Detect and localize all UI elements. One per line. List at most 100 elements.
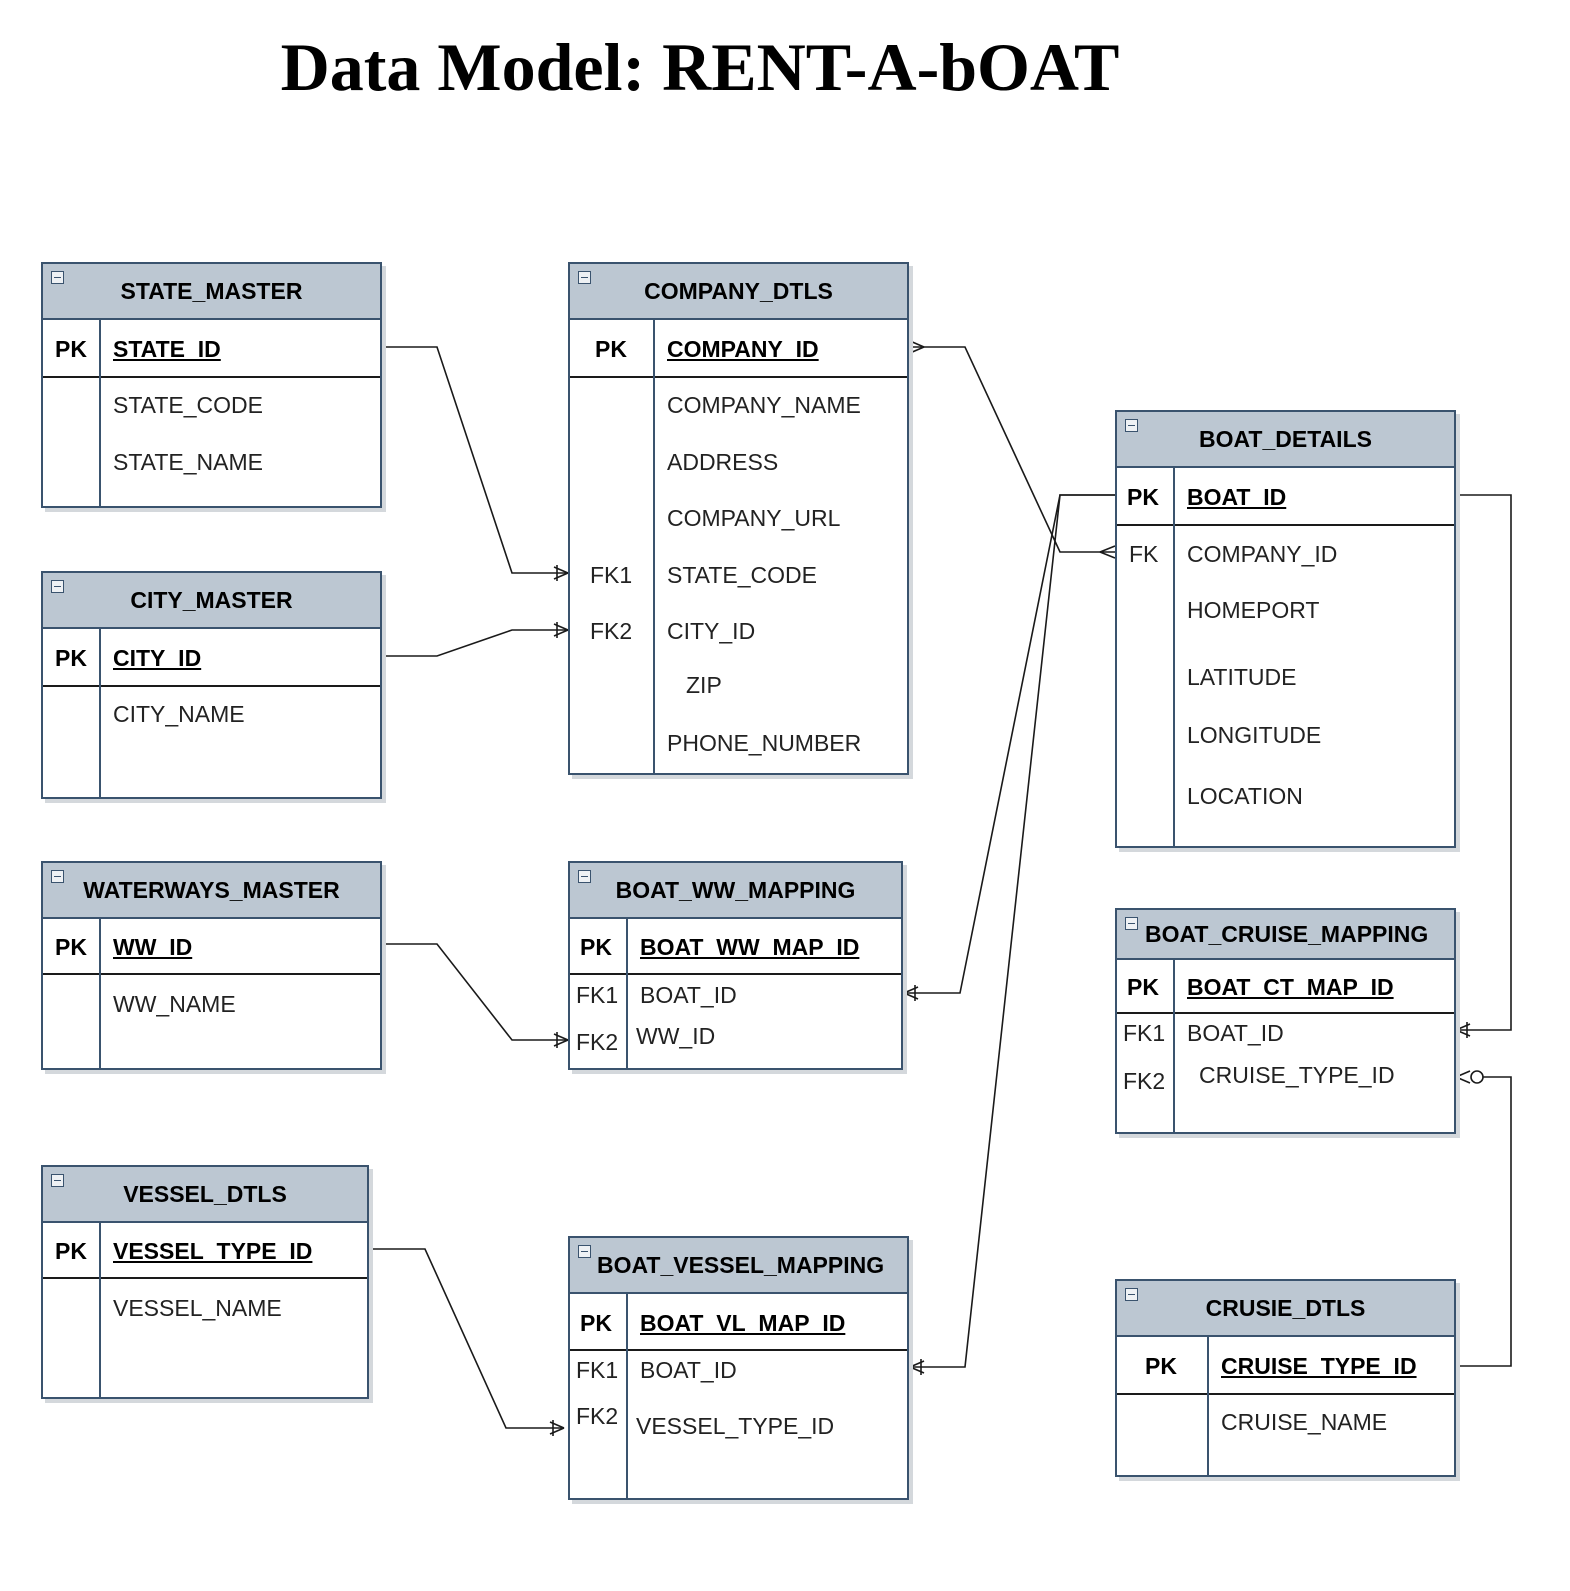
field: ADDRESS: [667, 449, 779, 475]
field: LATITUDE: [1187, 664, 1297, 690]
pk-field: BOAT_VL_MAP_ID: [640, 1310, 846, 1336]
entity-header[interactable]: STATE_MASTER: [43, 264, 380, 320]
pk-field: BOAT_WW_MAP_ID: [640, 934, 860, 960]
field: VESSEL_TYPE_ID: [636, 1413, 835, 1439]
entity-waterways-master[interactable]: WATERWAYS_MASTER PK WW_ID WW_NAME: [41, 861, 382, 1070]
collapse-icon[interactable]: [51, 271, 64, 284]
field: ZIP: [686, 672, 722, 698]
collapse-icon[interactable]: [578, 271, 591, 284]
collapse-icon[interactable]: [1125, 419, 1138, 432]
field: LOCATION: [1187, 783, 1303, 809]
field: WW_ID: [636, 1023, 716, 1049]
column-divider: [99, 320, 101, 506]
column-divider: [99, 919, 101, 1068]
entity-vessel-dtls[interactable]: VESSEL_DTLS PK VESSEL_TYPE_ID VESSEL_NAM…: [41, 1165, 369, 1399]
crowfoot-company-end: [909, 340, 925, 348]
crowfoot-state-company: [553, 566, 569, 574]
rel-company-boat: [910, 346, 1115, 553]
pk-label: PK: [1145, 1353, 1177, 1379]
field: PHONE_NUMBER: [667, 730, 862, 756]
entity-title: BOAT_WW_MAPPING: [615, 876, 856, 903]
entity-header[interactable]: COMPANY_DTLS: [570, 264, 907, 320]
crowfoot-boat-ww: [903, 986, 919, 994]
rel-boat-ww: [904, 494, 1115, 994]
pk-label: PK: [55, 1238, 87, 1264]
entity-header[interactable]: CRUSIE_DTLS: [1117, 1281, 1454, 1337]
entity-boat-vessel-mapping[interactable]: BOAT_VESSEL_MAPPING PK BOAT_VL_MAP_ID FK…: [568, 1236, 909, 1500]
field: STATE_NAME: [113, 449, 263, 475]
pk-row: [43, 629, 380, 687]
page-title: Data Model: RENT-A-bOAT: [280, 29, 1120, 105]
column-divider: [99, 1223, 101, 1397]
fk-label: FK2: [1123, 1068, 1166, 1094]
entity-boat-cruise-mapping[interactable]: BOAT_CRUISE_MAPPING PK BOAT_CT_MAP_ID FK…: [1115, 908, 1456, 1134]
entity-title: CRUSIE_DTLS: [1205, 1294, 1366, 1321]
pk-row: [1117, 1337, 1454, 1395]
entity-header[interactable]: BOAT_WW_MAPPING: [570, 863, 901, 919]
pk-row: [1117, 468, 1454, 526]
zero-marker-cruise: [1470, 1070, 1484, 1084]
pk-label: PK: [55, 336, 87, 362]
entity-boat-ww-mapping[interactable]: BOAT_WW_MAPPING PK BOAT_WW_MAP_ID FK1 BO…: [568, 861, 903, 1070]
entity-header[interactable]: BOAT_CRUISE_MAPPING: [1117, 910, 1454, 960]
fk-label: FK: [1129, 541, 1159, 567]
pk-field: BOAT_ID: [1187, 484, 1287, 510]
rel-boat-vessel: [910, 494, 1115, 1368]
entity-boat-details[interactable]: BOAT_DETAILS PK BOAT_ID FK COMPANY_ID HO…: [1115, 410, 1456, 848]
entity-title: BOAT_CRUISE_MAPPING: [1145, 920, 1429, 947]
entity-title: BOAT_VESSEL_MAPPING: [597, 1251, 885, 1278]
field: COMPANY_URL: [667, 505, 841, 531]
entity-city-master[interactable]: CITY_MASTER PK CITY_ID CITY_NAME: [41, 571, 382, 799]
entity-title: COMPANY_DTLS: [644, 277, 833, 304]
collapse-icon[interactable]: [1125, 917, 1138, 930]
pk-label: PK: [1127, 484, 1159, 510]
pk-row: [570, 919, 901, 975]
field: BOAT_ID: [1187, 1020, 1284, 1046]
crowfoot-vessel-mapping: [549, 1421, 565, 1429]
pk-field: CITY_ID: [113, 645, 202, 671]
crowfoot-ww-mapping: [553, 1033, 569, 1041]
pk-row: [43, 1223, 367, 1279]
field: CITY_ID: [667, 618, 756, 644]
column-divider: [1207, 1337, 1209, 1475]
entity-header[interactable]: BOAT_DETAILS: [1117, 412, 1454, 468]
field: BOAT_ID: [640, 1357, 737, 1383]
field: STATE_CODE: [113, 392, 263, 418]
crowfoot-boat-vessel: [909, 1360, 925, 1368]
collapse-icon[interactable]: [578, 870, 591, 883]
pk-label: PK: [55, 645, 87, 671]
fk-label: FK1: [1123, 1020, 1166, 1046]
pk-field: COMPANY_ID: [667, 336, 819, 362]
pk-row: [43, 320, 380, 378]
collapse-icon[interactable]: [51, 1174, 64, 1187]
pk-row: [43, 919, 380, 975]
fk-label: FK2: [590, 618, 633, 644]
entity-company-dtls[interactable]: COMPANY_DTLS PK COMPANY_ID COMPANY_NAME …: [568, 262, 909, 775]
rel-city-company: [383, 629, 568, 657]
column-divider: [1173, 468, 1175, 846]
column-divider: [99, 629, 101, 797]
field: VESSEL_NAME: [113, 1295, 282, 1321]
pk-label: PK: [580, 934, 612, 960]
entity-header[interactable]: CITY_MASTER: [43, 573, 380, 629]
collapse-icon[interactable]: [578, 1245, 591, 1258]
entity-header[interactable]: VESSEL_DTLS: [43, 1167, 367, 1223]
field: BOAT_ID: [640, 982, 737, 1008]
rel-cruise-mapping: [1456, 1076, 1512, 1367]
entity-crusie-dtls[interactable]: CRUSIE_DTLS PK CRUISE_TYPE_ID CRUISE_NAM…: [1115, 1279, 1456, 1477]
collapse-icon[interactable]: [51, 870, 64, 883]
field: WW_NAME: [113, 991, 236, 1017]
entity-header[interactable]: BOAT_VESSEL_MAPPING: [570, 1238, 907, 1294]
fk-label: FK1: [576, 1357, 619, 1383]
collapse-icon[interactable]: [1125, 1288, 1138, 1301]
field: STATE_CODE: [667, 562, 817, 588]
pk-label: PK: [1127, 974, 1159, 1000]
field: LONGITUDE: [1187, 722, 1322, 748]
entity-state-master[interactable]: STATE_MASTER PK STATE_ID STATE_CODE STAT…: [41, 262, 382, 508]
field: CITY_NAME: [113, 701, 245, 727]
column-divider: [653, 320, 655, 773]
pk-label: PK: [55, 934, 87, 960]
pk-field: VESSEL_TYPE_ID: [113, 1238, 313, 1264]
entity-header[interactable]: WATERWAYS_MASTER: [43, 863, 380, 919]
collapse-icon[interactable]: [51, 580, 64, 593]
